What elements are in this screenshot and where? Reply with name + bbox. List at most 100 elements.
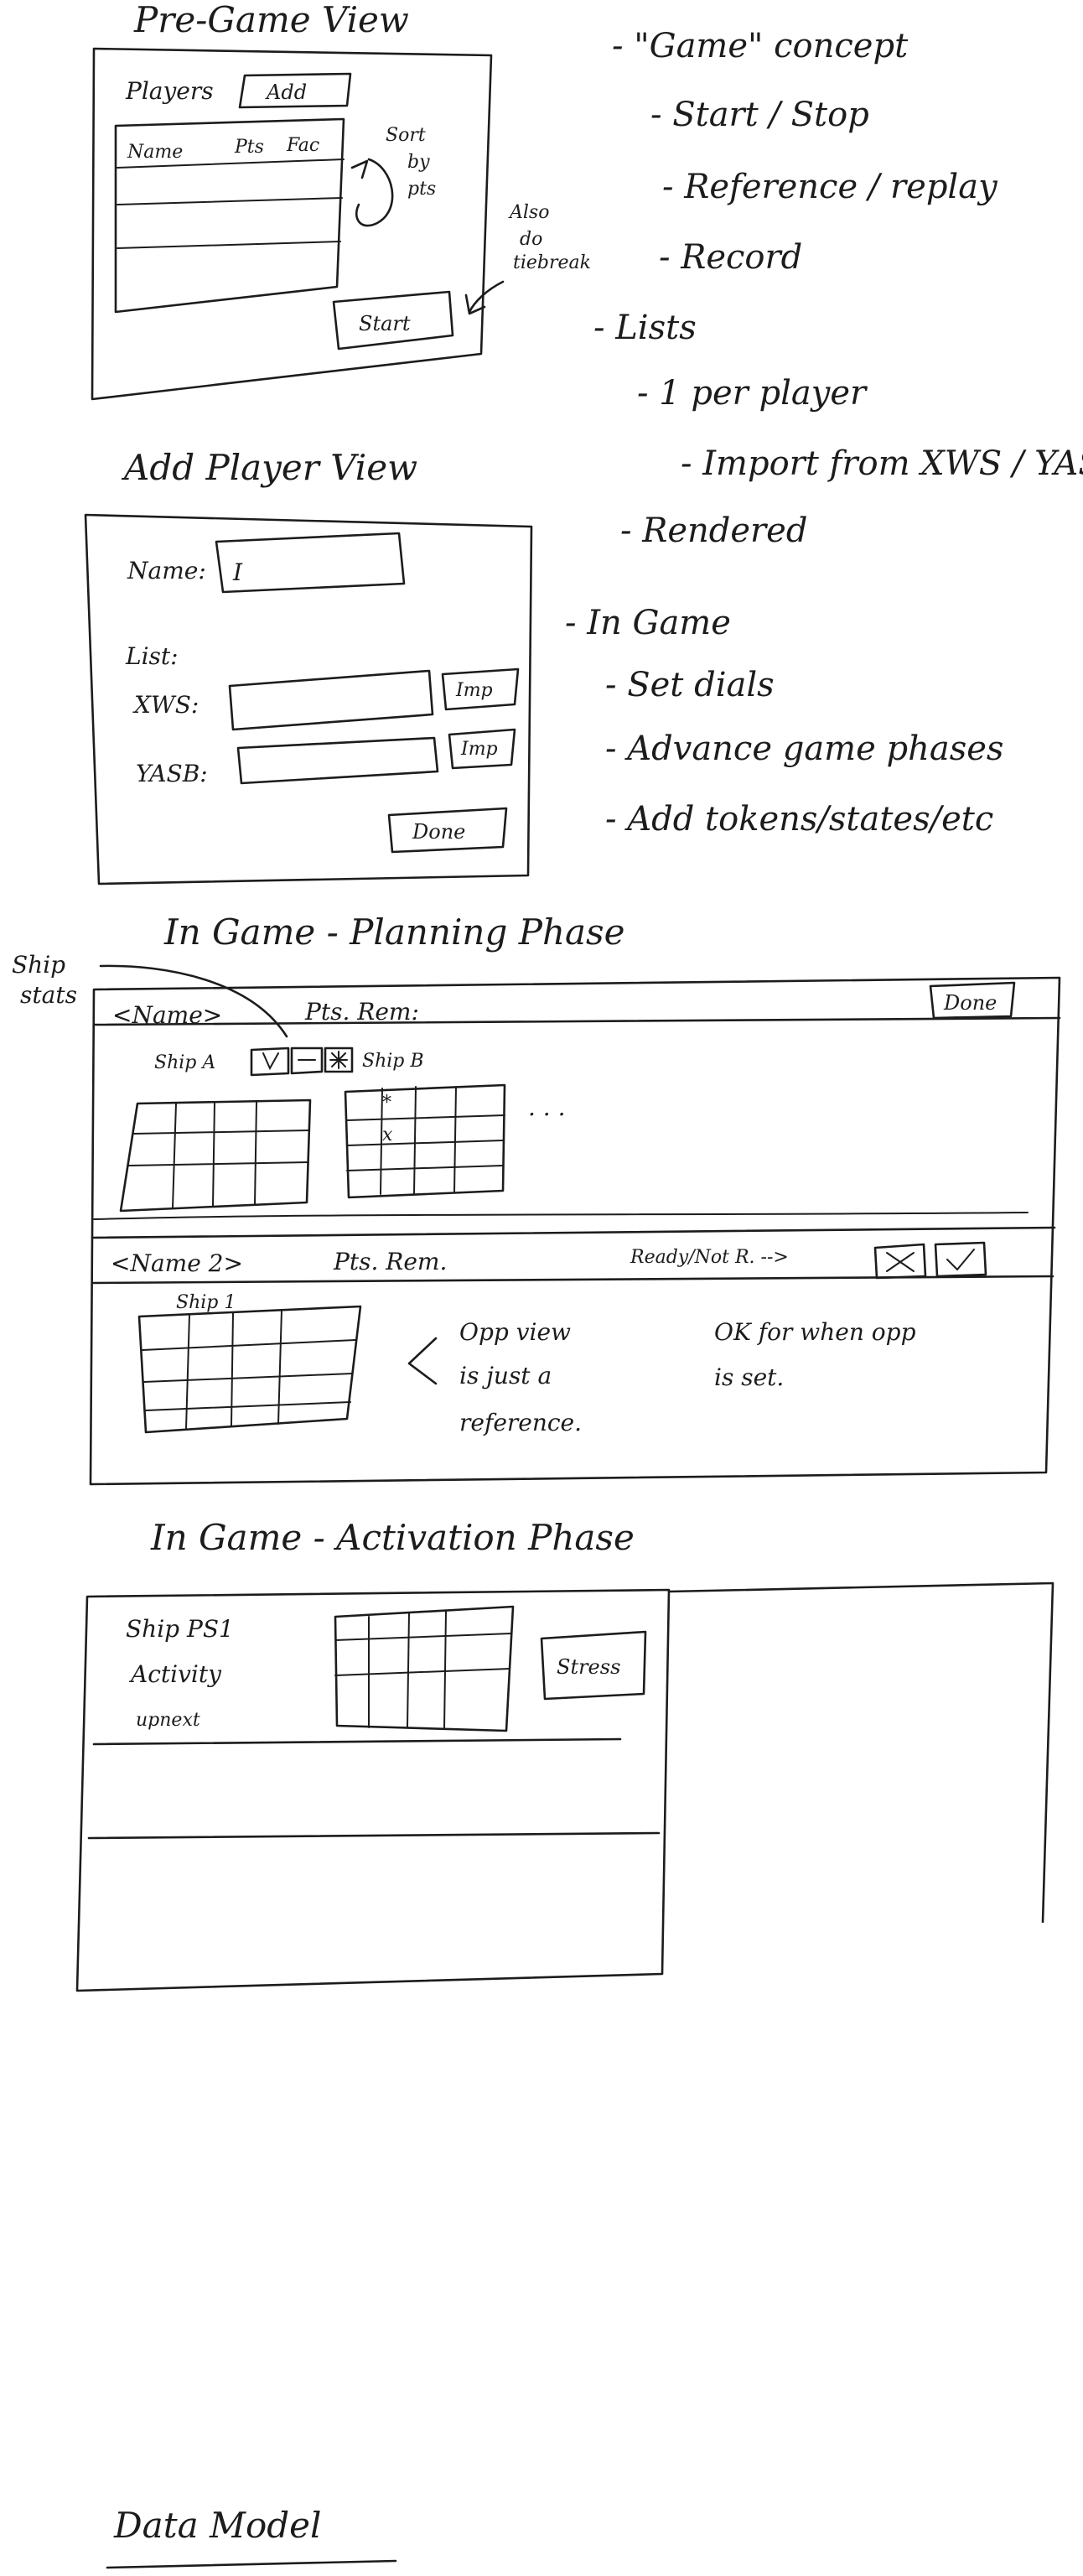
- stress-button-label: Stress: [557, 1655, 620, 1679]
- player1-name: <Name>: [112, 1001, 222, 1029]
- ship-b-select-mark: x: [382, 1124, 393, 1145]
- yasb-input[interactable]: [236, 736, 439, 785]
- addplayer-done-label: Done: [412, 820, 465, 844]
- opp-note-1: Opp view: [459, 1318, 571, 1346]
- activation-row-divider-2: [87, 1831, 661, 1840]
- planning-title: In Game - Planning Phase: [163, 911, 624, 953]
- planning-done-label: Done: [943, 991, 997, 1015]
- ship-b-label: Ship B: [362, 1051, 424, 1072]
- add-player-button[interactable]: Add: [238, 72, 352, 109]
- concept-notes: - "Game" concept - Start / Stop - Refere…: [565, 27, 1083, 839]
- col-name: Name: [127, 142, 183, 163]
- concept-item-2: - Reference / replay: [662, 168, 998, 206]
- sort-note-3: pts: [407, 179, 436, 200]
- stress-button[interactable]: Stress: [540, 1630, 647, 1701]
- xws-import-label: Imp: [455, 680, 493, 701]
- name-input[interactable]: I: [215, 532, 406, 594]
- ready-label: Ready/Not R. -->: [630, 1247, 789, 1268]
- list-label: List:: [125, 642, 179, 670]
- tiebreak-note-1: Also: [508, 202, 549, 223]
- addplayer-title: Add Player View: [121, 447, 417, 488]
- ok-note-1: OK for when opp: [714, 1318, 916, 1346]
- activation-title: In Game - Activation Phase: [150, 1517, 635, 1558]
- not-ready-button[interactable]: [873, 1243, 927, 1280]
- tiebreak-arrow: [464, 280, 505, 315]
- activation-ship-label-3: upnext: [136, 1710, 200, 1731]
- activation-ship-label-1: Ship PS1: [126, 1615, 234, 1643]
- concept-item-7: - Rendered: [620, 512, 807, 550]
- ship-a-dial-button[interactable]: [250, 1046, 290, 1077]
- player2-header-top: [91, 1226, 1056, 1239]
- yasb-label: YASB:: [136, 760, 208, 787]
- opp-note-3: reference.: [459, 1409, 582, 1436]
- ship-b-star-mark: *: [382, 1093, 391, 1114]
- pregame-window-frame: [91, 47, 493, 401]
- planning-window-frame: [89, 976, 1061, 1486]
- players-table: Name Pts Fac: [114, 117, 345, 314]
- ship-a-token-button[interactable]: [290, 1046, 324, 1075]
- tiebreak-note-2: do: [520, 229, 542, 250]
- tiebreak-note-3: tiebreak: [513, 252, 591, 273]
- col-fac: Fac: [286, 135, 319, 156]
- ok-note-2: is set.: [714, 1363, 784, 1391]
- ready-check-button[interactable]: [934, 1241, 987, 1278]
- opp-note-2: is just a: [459, 1362, 552, 1389]
- name-label: Name:: [127, 557, 206, 584]
- concept-item-1: - Start / Stop: [650, 96, 869, 134]
- concept-item-3: - Record: [659, 238, 802, 277]
- datamodel-section: Data Model: [106, 2505, 397, 2569]
- datamodel-title: Data Model: [113, 2505, 321, 2546]
- xws-input[interactable]: [228, 669, 434, 731]
- yasb-import-label: Imp: [460, 739, 498, 760]
- ship-a-maneuver-grid[interactable]: [119, 1098, 312, 1213]
- more-ships-ellipsis: . . .: [528, 1093, 566, 1121]
- players-label: Players: [125, 77, 214, 105]
- activation-row-divider-1: [92, 1737, 622, 1746]
- concept-item-9: - Set dials: [605, 666, 775, 704]
- add-button-label: Add: [265, 80, 307, 104]
- concept-item-0: - "Game" concept: [612, 27, 909, 65]
- concept-item-4: - Lists: [593, 309, 697, 347]
- addplayer-window-frame: [84, 513, 533, 886]
- ship1-label: Ship 1: [176, 1292, 236, 1313]
- activation-ship-label-2: Activity: [128, 1660, 222, 1688]
- concept-item-10: - Advance game phases: [605, 730, 1003, 768]
- sort-note-2: by: [407, 152, 430, 173]
- pregame-title: Pre-Game View: [133, 0, 409, 40]
- start-button-label: Start: [359, 312, 411, 335]
- ship-stats-note-1: Ship: [12, 951, 65, 979]
- concept-item-5: - 1 per player: [637, 374, 868, 413]
- opp-note-arrow: [407, 1337, 438, 1385]
- player2-pts-rem: Pts. Rem.: [333, 1248, 447, 1275]
- xws-import-button[interactable]: Imp: [441, 667, 520, 711]
- xws-label: XWS:: [132, 691, 199, 719]
- player1-pts-rem: Pts. Rem:: [304, 998, 419, 1026]
- player1-separator: [93, 1212, 1029, 1220]
- addplayer-done-button[interactable]: Done: [387, 807, 508, 854]
- ship-stats-arrow: [99, 964, 288, 1038]
- concept-item-6: - Import from XWS / YASB: [681, 444, 1083, 483]
- activation-extended-frame: [667, 1581, 1054, 1924]
- addplayer-section: Add Player View Name: I List: XWS: Imp Y…: [84, 447, 533, 886]
- pregame-section: Pre-Game View Players Add Name Pts Fac S…: [91, 0, 591, 401]
- ship-a-label: Ship A: [154, 1052, 215, 1073]
- planning-section: In Game - Planning Phase Ship stats <Nam…: [12, 911, 1061, 1486]
- concept-item-8: - In Game: [565, 604, 731, 642]
- datamodel-underline: [106, 2559, 397, 2569]
- yasb-import-button[interactable]: Imp: [448, 728, 516, 770]
- player2-name: <Name 2>: [111, 1249, 243, 1277]
- ship-a-state-button[interactable]: [324, 1046, 354, 1073]
- col-pts: Pts: [234, 137, 264, 158]
- ship-stats-note-2: stats: [20, 981, 77, 1009]
- planning-done-button[interactable]: Done: [929, 981, 1016, 1020]
- sort-arrow: [350, 158, 394, 227]
- start-button[interactable]: Start: [332, 290, 454, 351]
- opponent-maneuver-grid: [137, 1305, 362, 1434]
- sort-note-1: Sort: [386, 125, 426, 146]
- activation-window-frame: [75, 1588, 671, 1992]
- activation-maneuver-grid[interactable]: [334, 1605, 515, 1732]
- ship-b-maneuver-grid[interactable]: * x: [344, 1083, 506, 1199]
- planning-header-line: [92, 1016, 1061, 1026]
